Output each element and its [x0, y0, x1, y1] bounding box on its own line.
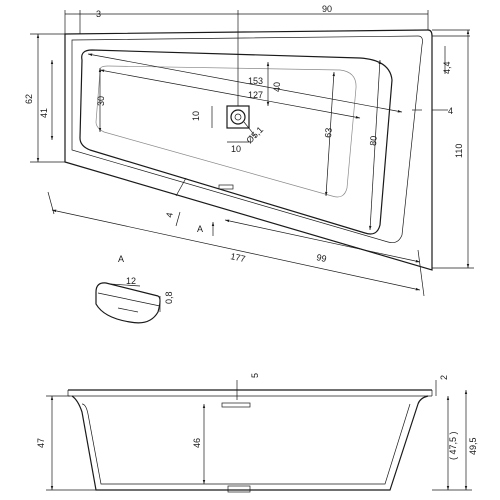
- plan-view: 3 90 62 41 30 153 127 40 10 10 Ø5,1 63 8…: [24, 4, 474, 297]
- dim-63: 63: [323, 127, 334, 138]
- dim-177: 177: [230, 251, 247, 264]
- detail-a-title: A: [118, 254, 124, 264]
- drain-elevation: [227, 485, 251, 493]
- dim-3: 3: [96, 9, 101, 19]
- tub-elevation-body: [71, 395, 429, 491]
- dim-0-8: 0,8: [164, 291, 174, 304]
- dim-90: 90: [322, 4, 332, 14]
- section-marker-a: A: [197, 224, 203, 234]
- overflow-slot: [218, 184, 234, 190]
- dim-4-4: 4,4: [442, 61, 452, 74]
- dim-30: 30: [96, 96, 106, 106]
- dim-110: 110: [454, 144, 464, 158]
- dim-2: 2: [439, 375, 449, 380]
- dim-47: 47: [36, 438, 46, 448]
- dim-127: 127: [248, 90, 263, 100]
- dim-47-5: ( 47,5 ): [448, 431, 458, 460]
- overflow-elevation: [221, 402, 251, 408]
- dim-10-horizontal: 10: [231, 144, 241, 154]
- detail-a: A 12 0,8: [95, 254, 174, 324]
- dim-40: 40: [272, 82, 282, 92]
- tub-outer-rim: [64, 29, 433, 271]
- dim-46: 46: [192, 438, 202, 448]
- dim-4-left: 4: [164, 212, 175, 219]
- dim-5: 5: [250, 373, 260, 378]
- dim-4-right: 4: [448, 106, 453, 116]
- dim-41: 41: [39, 108, 49, 118]
- dim-12: 12: [126, 276, 136, 286]
- dim-62: 62: [24, 94, 34, 104]
- dim-80: 80: [368, 135, 379, 146]
- dim-49-5: 49,5: [468, 437, 478, 455]
- dim-10-vertical: 10: [191, 111, 201, 121]
- dim-153: 153: [248, 76, 263, 86]
- drain: [226, 105, 250, 129]
- elevation-view: 5 2 47 46 ( 47,5 ) 49,5: [36, 373, 478, 493]
- detail-a-profile: [95, 282, 161, 324]
- dim-99: 99: [316, 252, 328, 264]
- basin-floor: [95, 65, 357, 198]
